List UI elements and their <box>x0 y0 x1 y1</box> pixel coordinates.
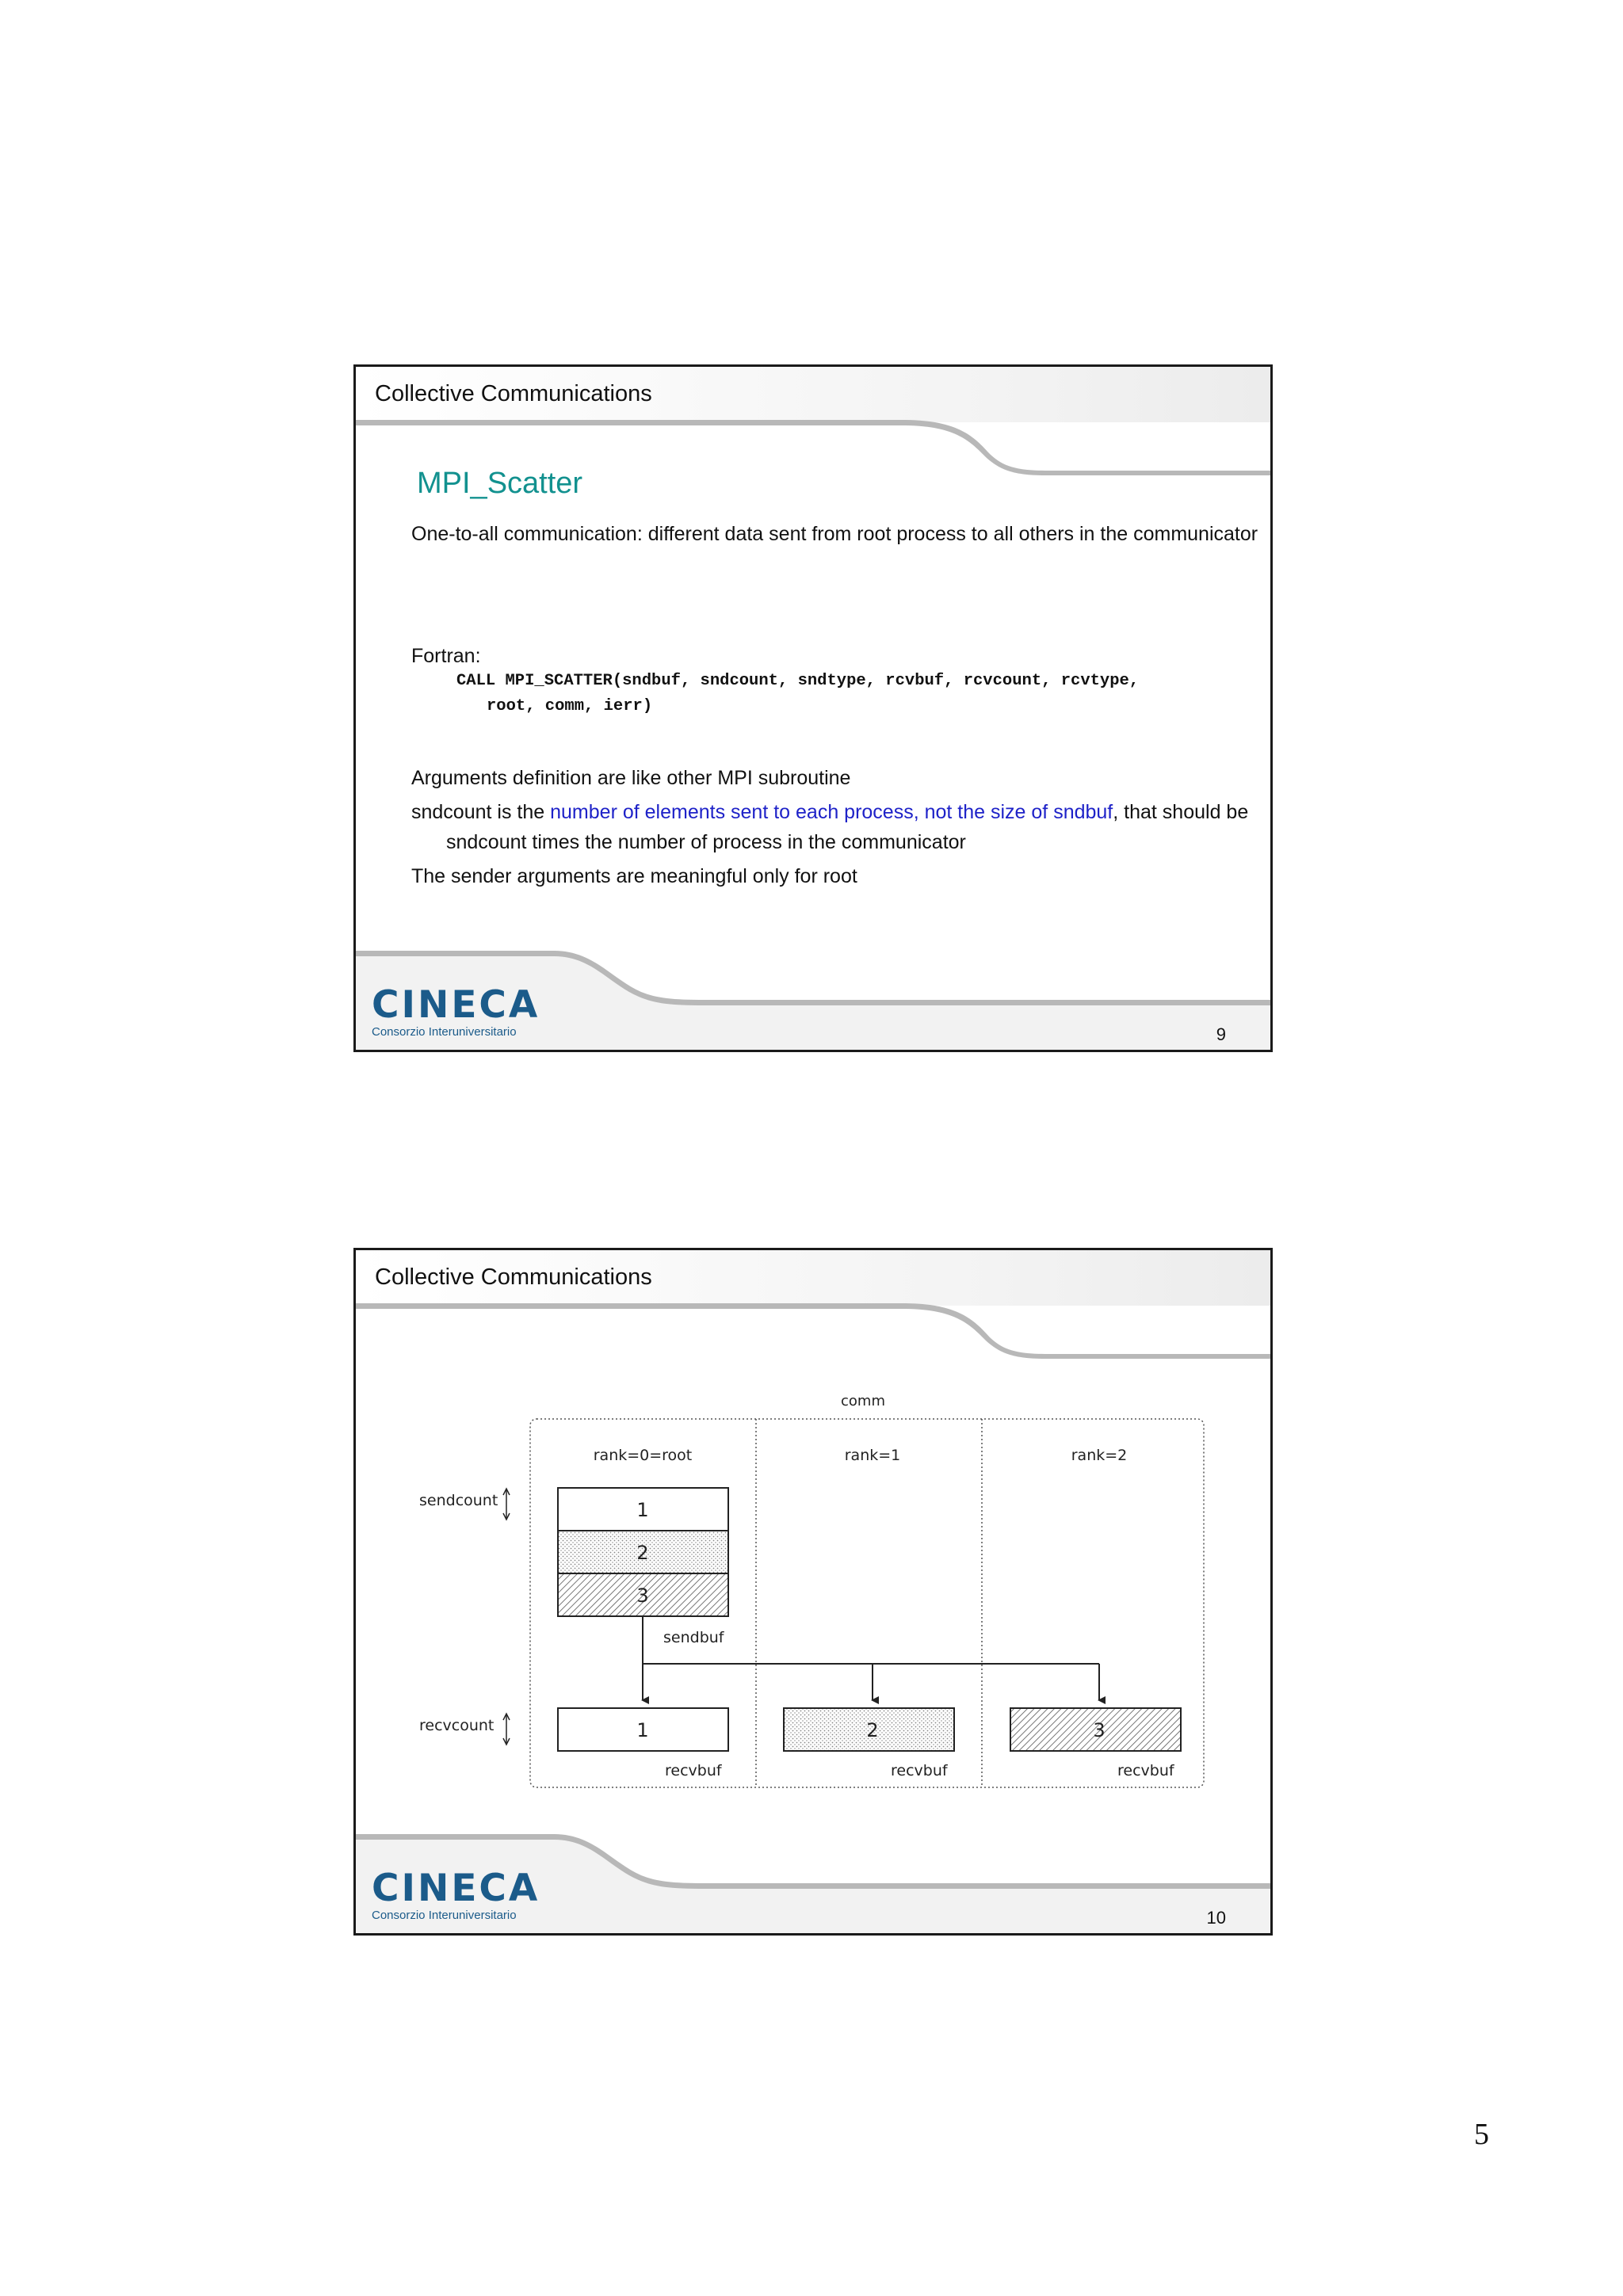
cineca-logo: CINECA Consorzio Interuniversitario <box>372 983 540 1039</box>
slide-header: Collective Communications <box>375 381 652 406</box>
slide-header: Collective Communications <box>375 1264 652 1290</box>
sendbuf-value-1: 1 <box>636 1499 648 1521</box>
sendbuf-cell-3 <box>557 1573 729 1617</box>
sndcount-highlight: number of elements sent to each process,… <box>550 801 1113 823</box>
recvbuf-label-0: recvbuf <box>665 1762 723 1779</box>
args-definition: Arguments definition are like other MPI … <box>411 767 851 789</box>
rank-label-0: rank=0=root <box>594 1447 693 1464</box>
recvcount-bracket-top <box>502 1712 510 1721</box>
sndcount-note: sndcount is the number of elements sent … <box>411 797 1262 857</box>
code-line-1: CALL MPI_SCATTER(sndbuf, sndcount, sndty… <box>456 672 1140 690</box>
recvcount-label: recvcount <box>419 1717 494 1734</box>
sendbuf-cell-1 <box>557 1487 729 1531</box>
recvcount-bracket-bottom <box>502 1737 510 1746</box>
sender-note: The sender arguments are meaningful only… <box>411 865 857 887</box>
rank-label-1: rank=1 <box>845 1447 901 1464</box>
recvbuf-rank1 <box>783 1707 955 1752</box>
logo-text: CINECA <box>372 1867 540 1910</box>
recvbuf-value-1: 2 <box>866 1719 878 1741</box>
slide-9: Collective Communications MPI_Scatter On… <box>353 364 1273 1052</box>
recvbuf-value-0: 1 <box>636 1719 648 1741</box>
scatter-diagram: comm rank=0=root rank=1 rank=2 sendcount… <box>419 1393 1205 1788</box>
recvbuf-rank2 <box>1010 1707 1182 1752</box>
comm-label: comm <box>841 1393 885 1409</box>
logo-subtitle: Consorzio Interuniversitario <box>372 1025 517 1039</box>
recvbuf-label-1: recvbuf <box>891 1762 949 1779</box>
fortran-label: Fortran: <box>411 645 481 667</box>
slide-title: MPI_Scatter <box>417 467 583 500</box>
rank-label-2: rank=2 <box>1071 1447 1128 1464</box>
logo-subtitle: Consorzio Interuniversitario <box>372 1909 517 1922</box>
slide-page-number: 9 <box>1216 1024 1226 1044</box>
sndcount-pre: sndcount is the <box>411 801 551 823</box>
document-page-number: 5 <box>1474 2118 1489 2151</box>
sendcount-label: sendcount <box>419 1492 498 1509</box>
sendbuf-cell-2 <box>557 1530 729 1574</box>
sendcount-bracket-top <box>502 1487 510 1496</box>
logo-text: CINECA <box>372 983 540 1027</box>
header-band <box>356 367 1270 422</box>
slide-10: Collective Communications comm rank=0=ro… <box>353 1248 1273 1936</box>
slide-page-number: 10 <box>1206 1908 1226 1928</box>
code-line-2: root, comm, ierr) <box>487 697 653 715</box>
recvbuf-rank0 <box>557 1707 729 1752</box>
sendbuf-label: sendbuf <box>663 1629 725 1646</box>
cineca-logo: CINECA Consorzio Interuniversitario <box>372 1867 540 1923</box>
recvbuf-value-2: 3 <box>1093 1719 1105 1741</box>
intro-text: One-to-all communication: different data… <box>411 523 1258 545</box>
sendcount-bracket-bottom <box>502 1512 510 1521</box>
sendbuf-value-2: 2 <box>636 1542 648 1564</box>
recvbuf-label-2: recvbuf <box>1117 1762 1175 1779</box>
comm-box <box>529 1418 1205 1788</box>
sndcount-post: , that should be sndcount times the numb… <box>446 801 1249 853</box>
header-band <box>356 1250 1270 1306</box>
sendbuf-value-3: 3 <box>636 1585 648 1607</box>
